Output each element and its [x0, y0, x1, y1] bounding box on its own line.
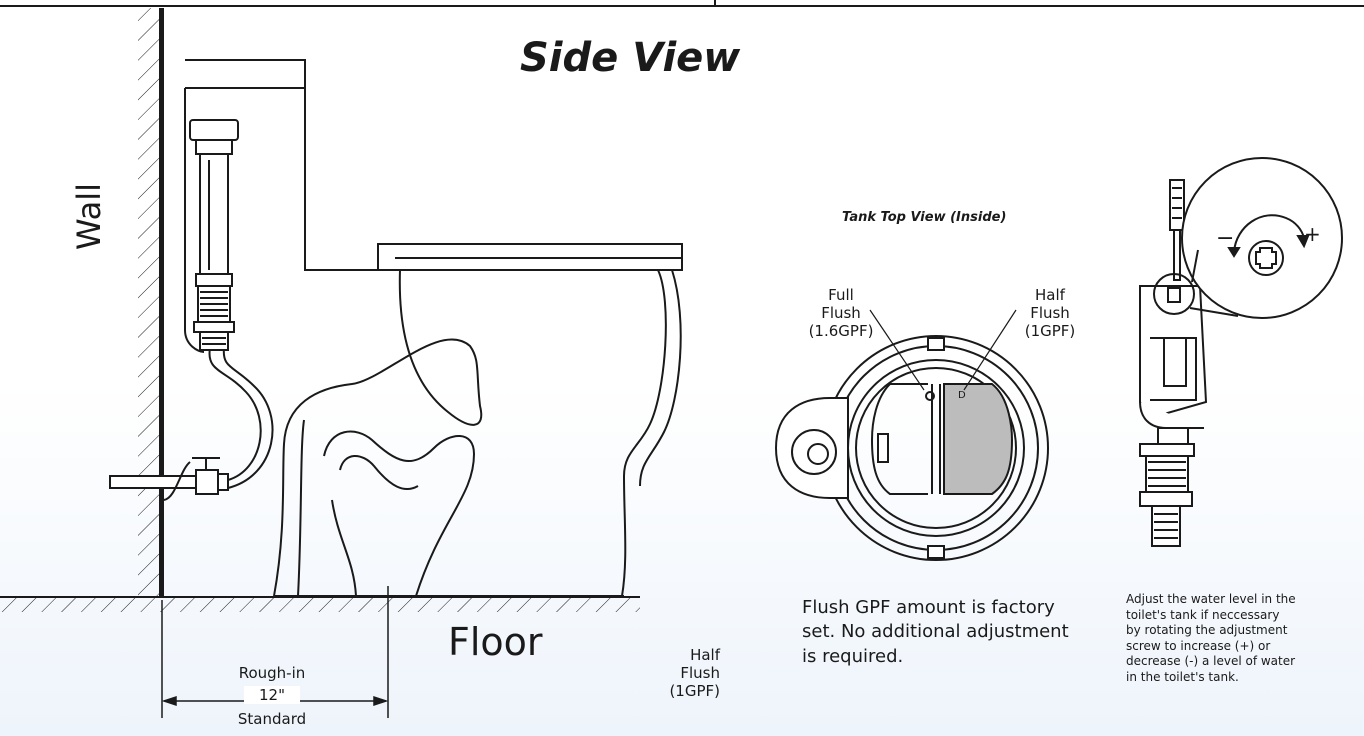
wall-label: Wall	[70, 183, 108, 250]
half-flush-label-bottom: Half Flush (1GPF)	[669, 646, 720, 700]
wall	[138, 8, 164, 596]
full-flush-label: Full Flush (1.6GPF)	[808, 286, 874, 340]
water-supply	[109, 347, 274, 501]
fill-valve-detail	[1139, 179, 1208, 547]
minus-symbol: −	[1216, 226, 1235, 251]
magnifier	[1153, 157, 1343, 319]
toilet-bowl	[273, 269, 682, 597]
top-frame	[0, 0, 1364, 7]
floor	[0, 596, 640, 612]
tank-top-view-title: Tank Top View (Inside)	[842, 210, 1007, 225]
rough-in-label: Rough-in	[238, 664, 306, 682]
half-flush-label: Half Flush (1GPF)	[1024, 286, 1076, 340]
valve-marker-d: D	[958, 390, 966, 401]
tank-top-view	[774, 309, 1049, 561]
toilet-tank	[184, 59, 378, 353]
gpf-note: Flush GPF amount is factory set. No addi…	[802, 597, 1069, 667]
rough-in-value: 12"	[244, 686, 300, 704]
adjust-note: Adjust the water level in the toilet's t…	[1126, 592, 1296, 684]
fill-valve-side	[189, 119, 239, 351]
plus-symbol: +	[1304, 222, 1321, 246]
page-title: Side View	[520, 35, 741, 81]
rough-in-standard: Standard	[237, 710, 307, 728]
toilet-seat	[377, 243, 683, 271]
floor-label: Floor	[448, 620, 543, 664]
